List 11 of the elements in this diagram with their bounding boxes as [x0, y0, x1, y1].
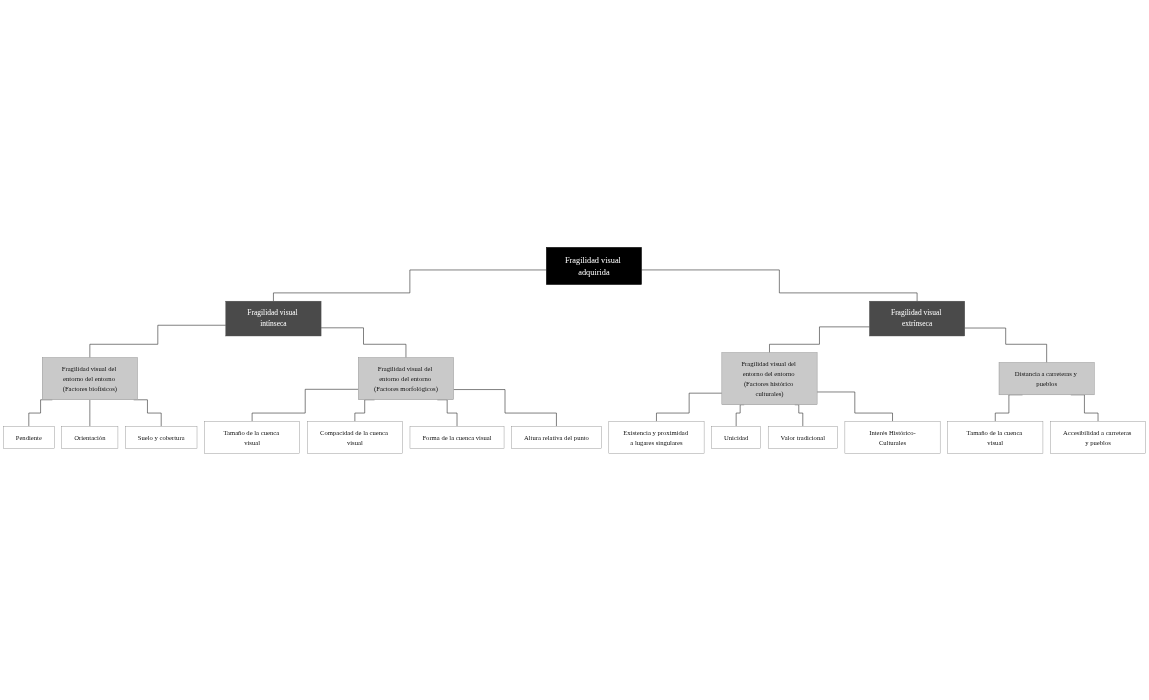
connector [453, 388, 557, 427]
connector [89, 324, 227, 358]
connector [320, 327, 407, 358]
node-box: Fragilidad visual adquirida [546, 246, 642, 285]
connector [656, 392, 723, 422]
connector [816, 391, 893, 422]
connector [273, 269, 547, 301]
connector [641, 269, 918, 301]
connector [964, 327, 1047, 363]
connector [251, 388, 359, 422]
connector [769, 326, 870, 353]
